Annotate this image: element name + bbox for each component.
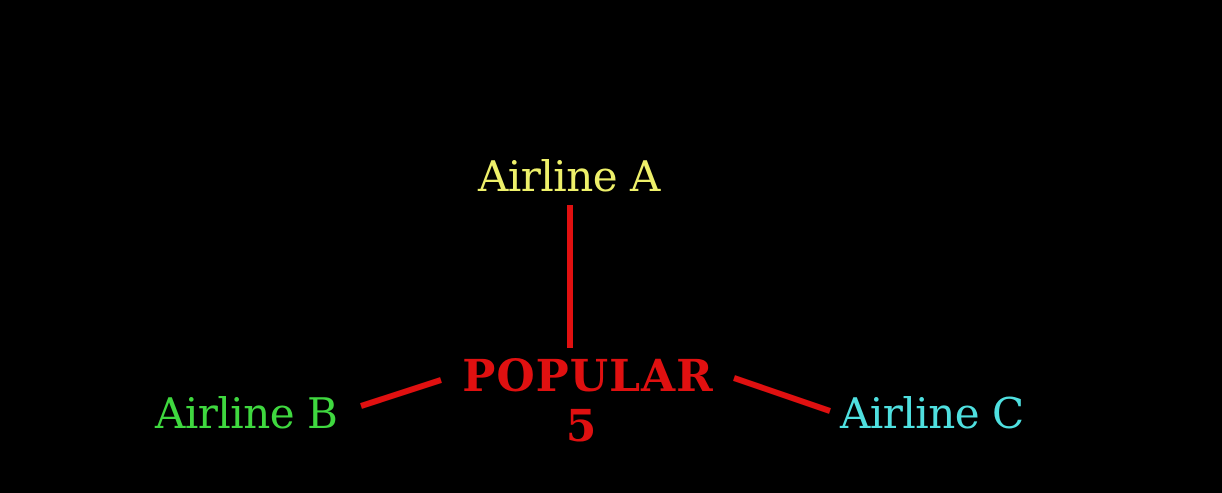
center-node-value: 5 — [565, 401, 597, 452]
node-airline-b-label: Airline B — [155, 389, 338, 438]
node-airline-a-label: Airline A — [478, 152, 660, 201]
center-node-label: POPULAR — [462, 351, 714, 402]
node-airline-c-label: Airline C — [840, 389, 1024, 438]
edge-center-to-airline-c — [733, 375, 831, 414]
edge-center-to-airline-b — [360, 377, 442, 409]
